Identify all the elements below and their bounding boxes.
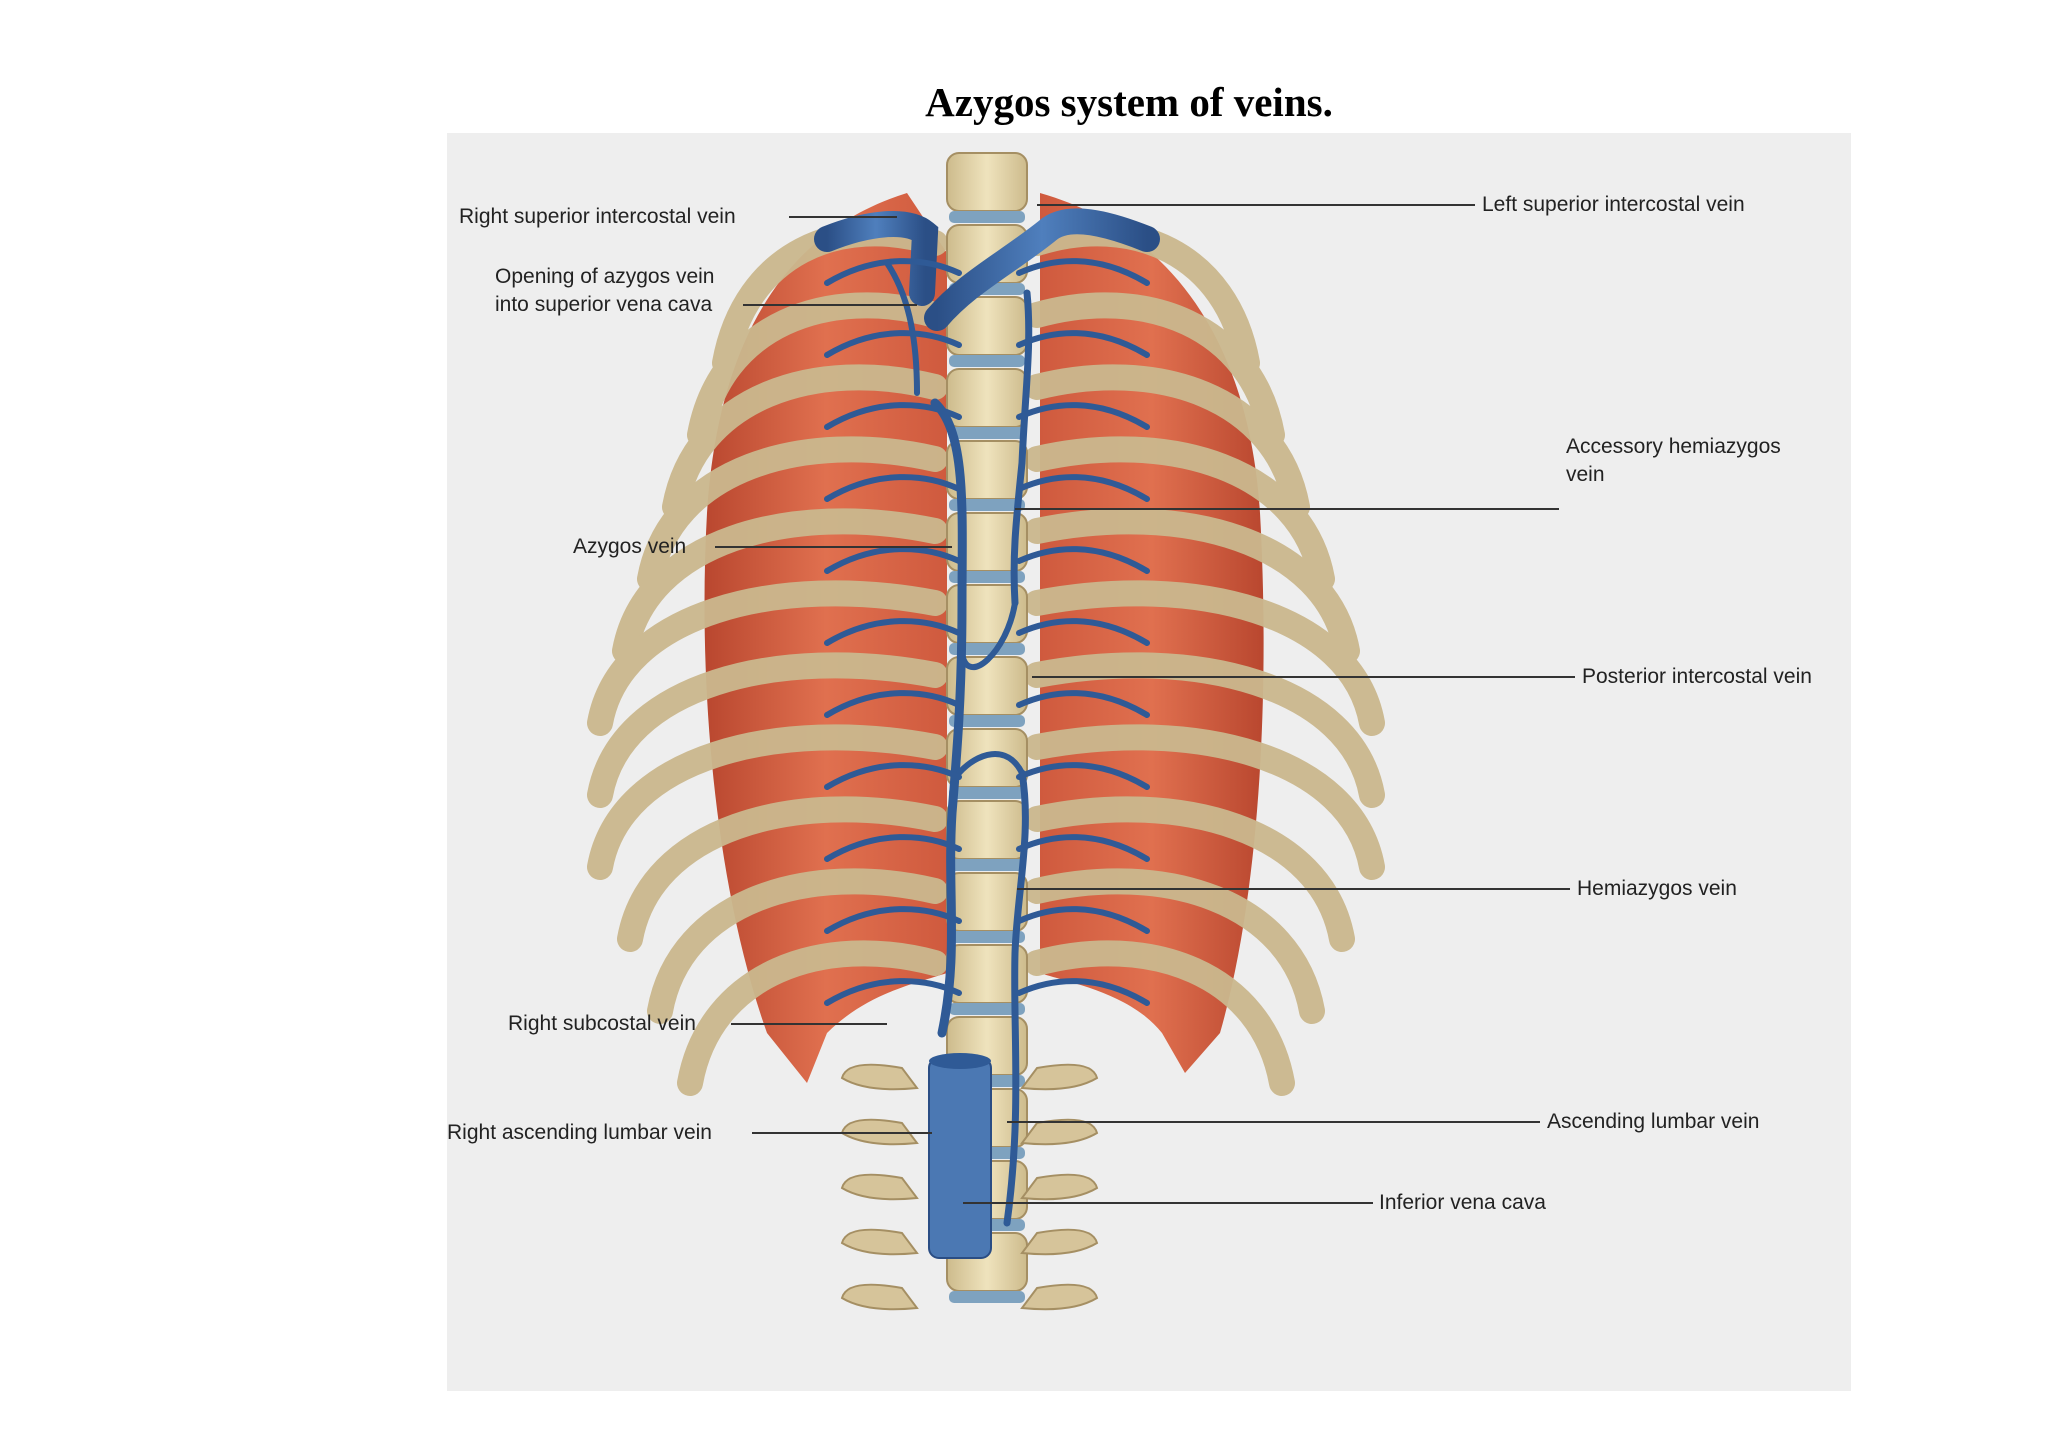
- posterior-intercostal-vein: [1016, 978, 1150, 1006]
- rib: [587, 580, 948, 736]
- posterior-intercostal-vein: [824, 906, 962, 934]
- inferior-vena-cava-vessel: [928, 1057, 992, 1259]
- rib: [1024, 652, 1385, 808]
- posterior-intercostal-vein: [824, 834, 962, 862]
- intervertebral-disc: [949, 571, 1025, 583]
- posterior-intercostal-vein: [1016, 330, 1150, 358]
- lumbar-processes: [840, 1063, 1099, 1311]
- label-accessory-line2: vein: [1566, 463, 1605, 486]
- posterior-intercostal-vein: [824, 978, 962, 1006]
- posterior-intercostal-vein: [824, 546, 962, 574]
- intervertebral-disc: [949, 355, 1025, 367]
- label-posterior-intercostal-vein: Posterior intercostal vein: [1582, 665, 1812, 688]
- rib: [1024, 292, 1285, 448]
- posterior-intercostal-vein: [824, 330, 962, 358]
- intervertebral-disc: [949, 427, 1025, 439]
- rib: [687, 292, 948, 448]
- posterior-intercostal-vein: [1016, 546, 1150, 574]
- page-title: Azygos system of veins.: [925, 79, 1333, 125]
- label-left-superior-intercostal-vein: Left superior intercostal vein: [1482, 193, 1745, 216]
- posterior-intercostal-vein: [824, 618, 962, 646]
- ribs-left: [587, 220, 948, 1096]
- posterior-intercostal-vein: [824, 762, 962, 790]
- ribs-right: [1024, 220, 1385, 1096]
- intervertebral-disc: [949, 787, 1025, 799]
- intervertebral-disc: [949, 499, 1025, 511]
- vertebral-column: [946, 152, 1028, 1303]
- right-ribcage: [1040, 193, 1264, 1073]
- label-right-superior-intercostal-vein: Right superior intercostal vein: [459, 205, 736, 228]
- rib: [1024, 508, 1360, 664]
- right-superior-intercostal-vein: [884, 260, 920, 396]
- posterior-intercostal-vein: [824, 690, 962, 718]
- intervertebral-disc: [949, 931, 1025, 943]
- posterior-intercostal-vein: [824, 474, 962, 502]
- intervertebral-disc: [949, 859, 1025, 871]
- veins: [814, 133, 1160, 1227]
- intervertebral-disc: [949, 1291, 1025, 1303]
- intervertebral-disc: [949, 1003, 1025, 1015]
- rib: [612, 508, 948, 664]
- intervertebral-disc: [949, 211, 1025, 223]
- label-right-subcostal-vein: Right subcostal vein: [508, 1012, 696, 1035]
- rib: [1024, 364, 1310, 520]
- vertebra: [946, 152, 1028, 212]
- rib: [1024, 220, 1260, 376]
- posterior-intercostal-vein: [1016, 906, 1150, 934]
- rib: [587, 724, 948, 880]
- label-accessory-line1: Accessory hemiazygos: [1566, 435, 1781, 458]
- accessory-hemiazygos-vein: [1010, 289, 1033, 607]
- rib: [677, 940, 948, 1096]
- posterior-intercostal-vein: [1016, 834, 1150, 862]
- rib: [617, 796, 948, 952]
- anatomy-figure: Right superior intercostal vein Opening …: [447, 133, 1851, 1391]
- rib: [1024, 940, 1295, 1096]
- label-hemiazygos-vein: Hemiazygos vein: [1577, 877, 1737, 900]
- rib: [587, 652, 948, 808]
- rib: [1024, 868, 1325, 1024]
- label-opening-line2: into superior vena cava: [495, 293, 713, 316]
- label-right-ascending-lumbar-vein: Right ascending lumbar vein: [447, 1121, 712, 1144]
- rib: [662, 364, 948, 520]
- posterior-intercostal-vein: [1016, 258, 1150, 286]
- rib: [1024, 436, 1335, 592]
- posterior-intercostal-vein: [1016, 618, 1150, 646]
- posterior-intercostal-vein: [824, 258, 962, 286]
- posterior-intercostal-vein: [1016, 474, 1150, 502]
- rib: [1024, 724, 1385, 880]
- rib: [1024, 796, 1355, 952]
- label-opening-line1: Opening of azygos vein: [495, 265, 715, 288]
- posterior-intercostal-vein: [824, 402, 962, 430]
- posterior-intercostal-vein: [1016, 690, 1150, 718]
- rib: [637, 436, 948, 592]
- azygos-vein: [930, 398, 967, 1038]
- label-ascending-lumbar-vein: Ascending lumbar vein: [1547, 1110, 1760, 1133]
- hemiazygos-vein: [1003, 769, 1029, 1227]
- intervertebral-disc: [949, 643, 1025, 655]
- posterior-intercostal-vein: [1016, 762, 1150, 790]
- rib: [647, 868, 948, 1024]
- posterior-intercostal-veins: [824, 258, 1150, 1006]
- rib: [1024, 580, 1385, 736]
- thorax-illustration: [587, 133, 1385, 1311]
- label-inferior-vena-cava: Inferior vena cava: [1379, 1191, 1546, 1214]
- label-azygos-vein: Azygos vein: [573, 535, 687, 558]
- intervertebral-disc: [949, 715, 1025, 727]
- posterior-intercostal-vein: [1016, 402, 1150, 430]
- left-ribcage: [704, 193, 947, 1083]
